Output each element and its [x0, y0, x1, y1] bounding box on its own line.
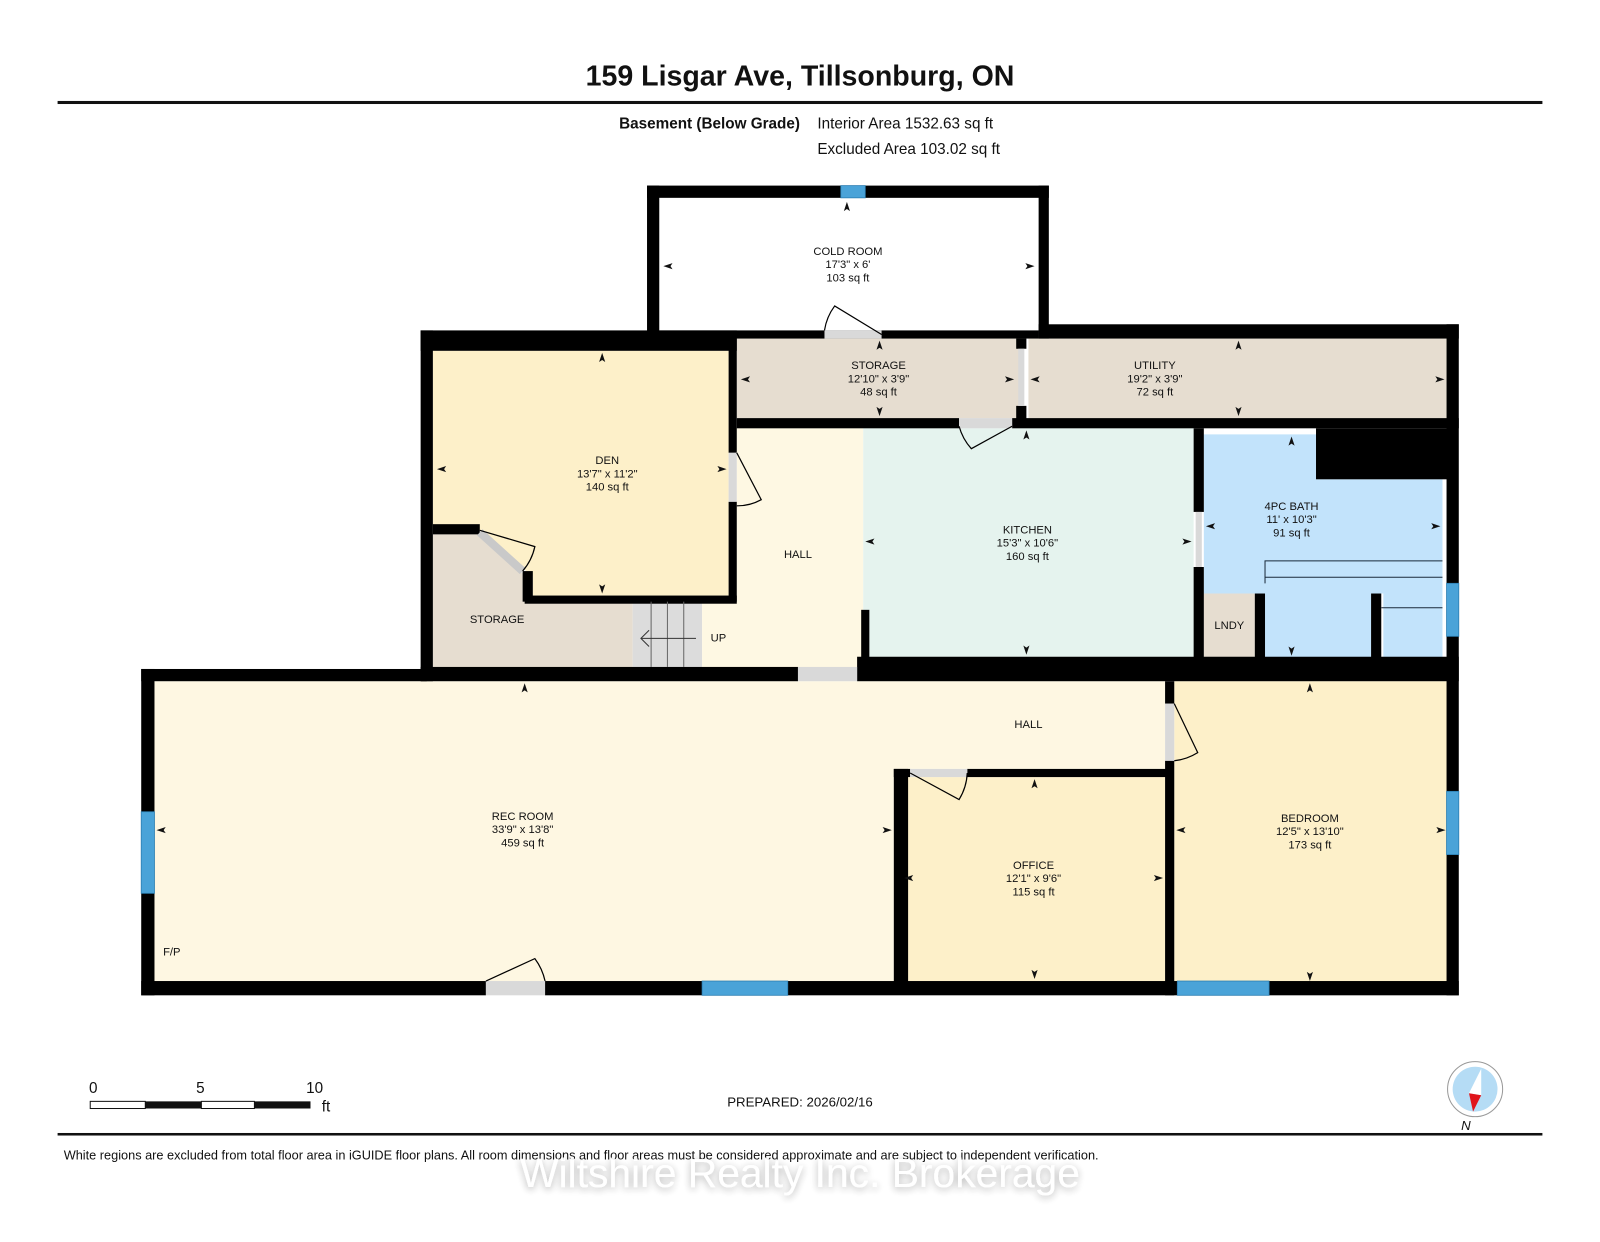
room-label-bedroom: BEDROOM — [1281, 813, 1339, 825]
level-name: Basement (Below Grade) — [619, 115, 800, 132]
room-label-kitchen: KITCHEN — [1003, 524, 1052, 536]
utility-area — [1028, 338, 1447, 419]
room-dims: 13'7" x 11'2" — [577, 468, 638, 480]
office-area — [901, 777, 1166, 982]
window-cold-room — [840, 185, 866, 199]
compass-north-label: N — [1461, 1118, 1471, 1133]
room-dims: 12'1" x 9'6" — [1006, 873, 1061, 885]
excluded-area: Excluded Area 103.02 sq ft — [817, 141, 1000, 158]
interior-area: Interior Area 1532.63 sq ft — [817, 115, 994, 132]
room-area: 115 sq ft — [1012, 886, 1055, 898]
window-bedroom-south — [1176, 980, 1270, 996]
room-area: 91 sq ft — [1273, 527, 1311, 539]
room-label-rec-room: REC ROOM — [492, 811, 554, 823]
bath-area — [1203, 434, 1443, 658]
room-dims: 33'9" x 13'8" — [492, 824, 553, 836]
bedroom-area — [1174, 681, 1448, 984]
laundry-area — [1203, 593, 1255, 658]
watermark: Wiltshire Realty Inc. Brokerage — [520, 1150, 1080, 1196]
stair-treads — [640, 601, 696, 667]
storage-top-area — [736, 338, 1021, 419]
room-label-bath: 4PC BATH — [1265, 501, 1319, 513]
kitchen-area — [863, 428, 1194, 657]
room-label-cold-room: COLD ROOM — [813, 246, 882, 258]
room-dims: 15'3" x 10'6" — [997, 538, 1058, 550]
bath-fixtures — [1264, 560, 1443, 609]
room-label-hall-upper: HALL — [784, 549, 812, 561]
fireplace-label: F/P — [163, 947, 180, 959]
storage-left-area — [432, 534, 633, 667]
windows — [140, 185, 1460, 996]
room-dims: 19'2" x 3'9" — [1127, 373, 1182, 385]
doors — [477, 305, 1202, 996]
page-title: 159 Lisgar Ave, Tillsonburg, ON — [586, 61, 1015, 93]
scale-tick-0: 0 — [89, 1080, 97, 1097]
room-label-storage-left: STORAGE — [470, 614, 525, 626]
room-label-utility: UTILITY — [1134, 360, 1176, 372]
room-area: 173 sq ft — [1288, 839, 1332, 851]
den-area — [432, 350, 729, 596]
window-rec-room-west — [140, 811, 155, 894]
room-area: 103 sq ft — [826, 272, 870, 284]
room-area: 72 sq ft — [1137, 387, 1175, 399]
window-bath-east — [1446, 582, 1460, 637]
scale-tick-10: 10 — [306, 1080, 323, 1097]
compass-icon: N — [1447, 1061, 1504, 1133]
prepared-date: PREPARED: 2026/02/16 — [727, 1094, 873, 1109]
room-dims: 12'5" x 13'10" — [1276, 826, 1344, 838]
room-label-storage: STORAGE — [851, 360, 906, 372]
room-label-den: DEN — [595, 455, 619, 467]
window-bedroom-east — [1446, 790, 1460, 855]
room-dims: 12'10" x 3'9" — [848, 373, 909, 385]
room-area: 459 sq ft — [501, 837, 545, 849]
window-rec-room-south — [701, 980, 789, 996]
room-label-office: OFFICE — [1013, 860, 1054, 872]
scale-bar: 0 5 10 ft — [89, 1080, 331, 1115]
walls — [141, 185, 1459, 996]
room-labels: COLD ROOM 17'3" x 6' 103 sq ft STORAGE 1… — [163, 246, 1344, 959]
room-label-laundry: LNDY — [1214, 620, 1244, 632]
scale-tick-5: 5 — [196, 1080, 204, 1097]
scale-unit: ft — [322, 1099, 331, 1116]
header-divider — [57, 100, 1543, 105]
cold-room-area — [659, 197, 1039, 331]
footer-divider — [57, 1132, 1543, 1136]
dimension-arrows — [156, 201, 1446, 982]
room-dims: 11' x 10'3" — [1266, 514, 1316, 526]
room-fills — [154, 197, 1448, 984]
stair-arrow-icon — [640, 629, 650, 647]
room-area: 48 sq ft — [860, 387, 898, 399]
room-area: 140 sq ft — [586, 482, 630, 494]
stairs-up-label: UP — [711, 632, 727, 644]
rec-room-area — [154, 681, 1166, 982]
disclaimer: White regions are excluded from total fl… — [64, 1147, 1099, 1162]
room-label-hall-lower: HALL — [1014, 719, 1042, 731]
hall-upper-area — [702, 428, 864, 667]
room-dims: 17'3" x 6' — [825, 259, 870, 271]
room-area: 160 sq ft — [1006, 551, 1050, 563]
